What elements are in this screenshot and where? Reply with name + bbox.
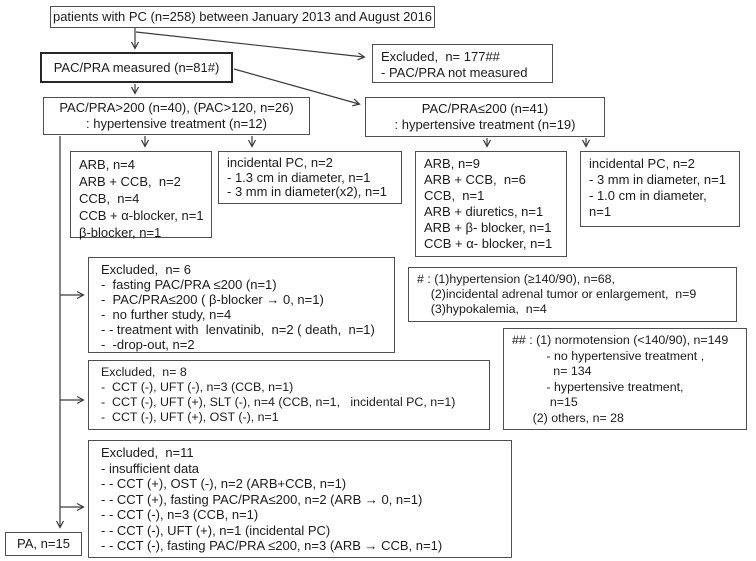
text-line: - PAC/PRA≤200 ( β-blocker → 0, n=1)	[101, 292, 324, 307]
text-line: n= 134	[512, 364, 592, 378]
text-line: PAC/PRA measured (n=81#)	[53, 59, 220, 75]
text-line: - - CCT (-), UFT (+), n=1 (incidental PC…	[101, 522, 331, 538]
pa-result-box: PA, n=15	[5, 532, 82, 556]
text-line: - no further study, n=4	[101, 307, 232, 322]
text-line: - hypertensive treatment,	[512, 379, 684, 394]
text-line: - - treatment with lenvatinib, n=2 ( dea…	[101, 322, 375, 337]
le200-incidental-pc-box: incidental PC, n=2 - 3 mm in diameter, n…	[580, 151, 740, 227]
pacpra-gt200-box: PAC/PRA>200 (n=40), (PAC>120, n=26) : hy…	[43, 97, 310, 135]
le200-medications-box: ARB, n=9 ARB + CCB, n=6 CCB, n=1 ARB + d…	[415, 151, 567, 257]
text-line: (3)hypokalemia, n=4	[417, 302, 547, 316]
text-line: - - CCT (+), OST (-), n=2 (ARB+CCB, n=1)	[101, 476, 347, 491]
text-line: n=1	[589, 204, 612, 219]
text-line: ARB + diuretics, n=1	[424, 204, 544, 219]
text-line: - -drop-out, n=2	[101, 337, 195, 352]
text-line: ## : (1) normotension (<140/90), n=149	[512, 333, 729, 347]
text-line: : hypertensive treatment (n=12)	[85, 116, 267, 131]
text-line: ARB + β- blocker, n=1	[424, 220, 552, 235]
text-line: - CCT (-), UFT (-), n=3 (CCB, n=1)	[101, 380, 294, 394]
text-line: ARB, n=9	[424, 156, 481, 171]
excluded-6-box: Excluded, n= 6 - fasting PAC/PRA ≤200 (n…	[88, 257, 395, 353]
text-line: - 1.0 cm in diameter,	[589, 188, 707, 203]
text-line: ARB + CCB, n=6	[424, 172, 526, 187]
text-line: β-blocker, n=1	[79, 225, 162, 240]
text-line: incidental PC, n=2	[227, 155, 333, 170]
text-line: (2)incidental adrenal tumor or enlargeme…	[417, 287, 697, 301]
text-line: - 3 mm in diameter(x2), n=1	[227, 184, 388, 199]
text-line: CCB, n=1	[424, 188, 485, 203]
text-line: Excluded, n=11	[101, 445, 194, 460]
text-line: PAC/PRA>200 (n=40), (PAC>120, n=26)	[59, 100, 294, 115]
text-line: - CCT (-), UFT (+), SLT (-), n=4 (CCB, n…	[101, 395, 456, 409]
pacpra-le200-box: PAC/PRA≤200 (n=41) : hypertensive treatm…	[365, 97, 605, 137]
text-line: patients with PC (n=258) between January…	[52, 9, 433, 24]
text-line: - no hypertensive treatment ,	[512, 348, 705, 363]
text-line: - insufficient data	[101, 460, 200, 476]
text-line: n=15	[512, 395, 578, 409]
text-line: # : (1)hypertension (≥140/90), n=68,	[417, 272, 615, 286]
text-line: - 1.3 cm in diameter, n=1	[227, 169, 371, 185]
text-line: CCB, n=4	[79, 191, 140, 206]
text-line: Excluded, n= 6	[101, 262, 191, 277]
text-line: - PAC/PRA not measured	[381, 65, 528, 80]
text-line: ARB + CCB, n=2	[79, 174, 181, 189]
text-line: PA, n=15	[17, 536, 70, 551]
text-line: CCB + α- blocker, n=1	[424, 236, 553, 251]
text-line: - - CCT (-), fasting PAC/PRA ≤200, n=3 (…	[101, 538, 443, 553]
excluded-177-box: Excluded, n= 177## - PAC/PRA not measure…	[372, 44, 553, 83]
excluded-8-box: Excluded, n= 8 - CCT (-), UFT (-), n=3 (…	[88, 360, 490, 430]
pacpra-measured-box: PAC/PRA measured (n=81#)	[40, 52, 233, 83]
text-line: CCB + α-blocker, n=1	[79, 208, 204, 223]
gt200-incidental-pc-box: incidental PC, n=2 - 1.3 cm in diameter,…	[218, 151, 402, 204]
text-line: Excluded, n= 177##	[381, 49, 500, 64]
text-line: - - CCT (+), fasting PAC/PRA≤200, n=2 (A…	[101, 491, 423, 507]
text-line: ARB, n=4	[79, 157, 136, 172]
text-line: - CCT (-), UFT (+), OST (-), n=1	[101, 410, 279, 424]
hash-footnote-box: # : (1)hypertension (≥140/90), n=68, (2)…	[408, 267, 737, 322]
text-line: - 3 mm in diameter, n=1	[589, 172, 726, 187]
text-line: (2) others, n= 28	[512, 410, 624, 425]
text-line: Excluded, n= 8	[101, 365, 187, 379]
text-line: : hypertensive treatment (n=19)	[394, 117, 576, 132]
text-line: - - CCT (-), n=3 (CCB, n=1)	[101, 507, 259, 522]
double-hash-footnote-box: ## : (1) normotension (<140/90), n=149 -…	[503, 328, 747, 430]
text-line: - fasting PAC/PRA ≤200 (n=1)	[101, 277, 277, 292]
text-line: PAC/PRA≤200 (n=41)	[421, 101, 549, 116]
text-line: incidental PC, n=2	[589, 156, 695, 171]
excluded-11-box: Excluded, n=11 - insufficient data - - C…	[88, 440, 512, 558]
patients-box: patients with PC (n=258) between January…	[50, 6, 435, 28]
gt200-medications-box: ARB, n=4 ARB + CCB, n=2 CCB, n=4 CCB + α…	[70, 151, 212, 240]
